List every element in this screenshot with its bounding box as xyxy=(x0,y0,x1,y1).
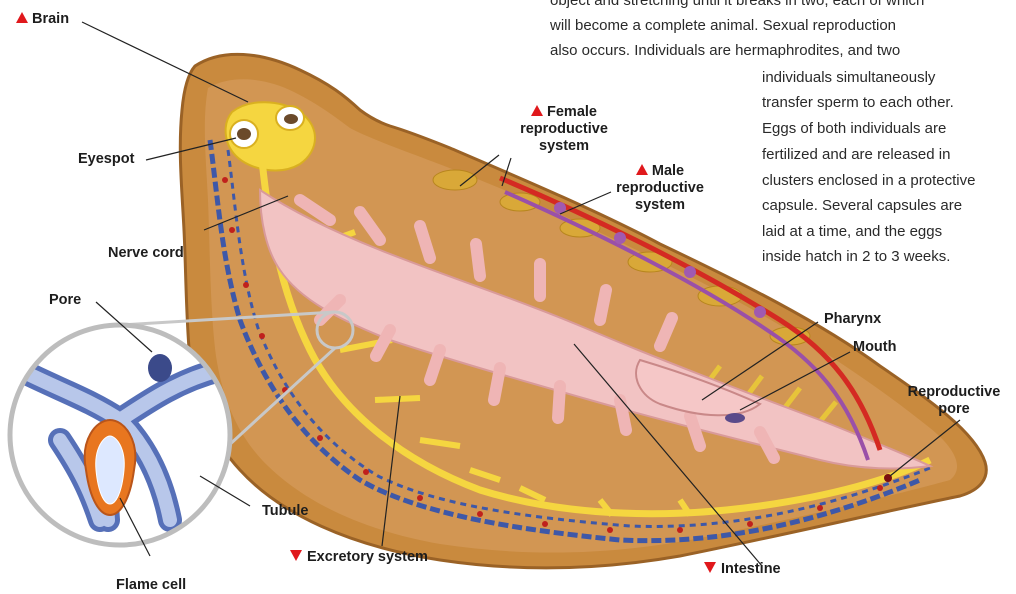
label-mouth: Mouth xyxy=(853,339,896,356)
eyespot-right xyxy=(276,106,304,130)
marker-down-icon xyxy=(290,550,302,561)
marker-down-icon xyxy=(704,562,716,573)
label-intestine: Intestine xyxy=(704,561,781,578)
label-pore: Pore xyxy=(49,292,81,309)
eyespot-left xyxy=(230,120,258,148)
mouth-opening xyxy=(725,413,745,423)
label-reproductive-pore: Reproductive pore xyxy=(900,384,1008,418)
label-male-reproductive-system: Male reproductive system xyxy=(594,163,726,214)
marker-up-icon xyxy=(636,164,648,175)
paragraph-line-10: laid at a time, and the eggs xyxy=(762,219,942,244)
marker-up-icon xyxy=(16,12,28,23)
label-flame-cell: Flame cell xyxy=(116,577,186,594)
label-tubule: Tubule xyxy=(262,503,308,520)
label-nerve-cord: Nerve cord xyxy=(108,245,184,262)
paragraph-line-7: fertilized and are released in xyxy=(762,142,950,167)
label-brain: Brain xyxy=(16,11,69,28)
paragraph-line-9: capsule. Several capsules are xyxy=(762,193,962,218)
label-pharynx: Pharynx xyxy=(824,311,881,328)
label-eyespot: Eyespot xyxy=(78,151,134,168)
paragraph-line-11: inside hatch in 2 to 3 weeks. xyxy=(762,244,950,269)
paragraph-line-6: Eggs of both individuals are xyxy=(762,116,946,141)
paragraph-line-8: clusters enclosed in a protective xyxy=(762,168,975,193)
paragraph-line-4: individuals simultaneously xyxy=(762,65,935,90)
paragraph-line-5: transfer sperm to each other. xyxy=(762,90,954,115)
marker-up-icon xyxy=(531,105,543,116)
label-excretory-system: Excretory system xyxy=(290,549,428,566)
paragraph-line-1: object and stretching until it breaks in… xyxy=(550,0,924,13)
paragraph-line-3: also occurs. Individuals are hermaphrodi… xyxy=(550,38,900,63)
label-female-reproductive-system: Female reproductive system xyxy=(498,104,630,155)
paragraph-line-2: will become a complete animal. Sexual re… xyxy=(550,13,896,38)
